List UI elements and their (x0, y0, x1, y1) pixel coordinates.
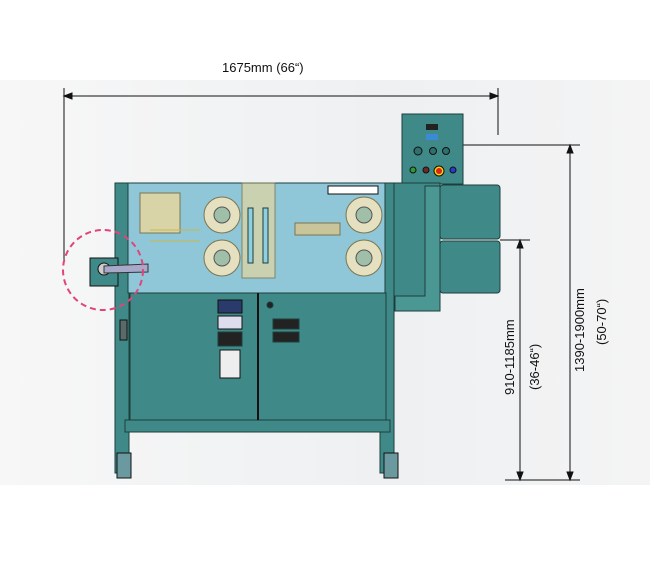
outfeed-chute (389, 182, 501, 312)
table-height-in-label: (36-46“) (527, 343, 542, 390)
width-dimension-label: 1675mm (66“) (222, 60, 304, 75)
wheel-icon (116, 452, 132, 479)
control-panel (401, 113, 464, 185)
overall-height-in-label: (50-70“) (594, 298, 609, 345)
dimension-lines (62, 88, 580, 482)
start-button-icon (409, 166, 417, 174)
overall-height-mm-label: 1390-1900mm (572, 288, 587, 372)
highlight-circle (62, 229, 144, 311)
wheel-icon (383, 452, 399, 479)
table-height-mm-label: 910-1185mm (502, 319, 517, 395)
machine-frame (89, 182, 399, 479)
model-label (327, 185, 379, 195)
